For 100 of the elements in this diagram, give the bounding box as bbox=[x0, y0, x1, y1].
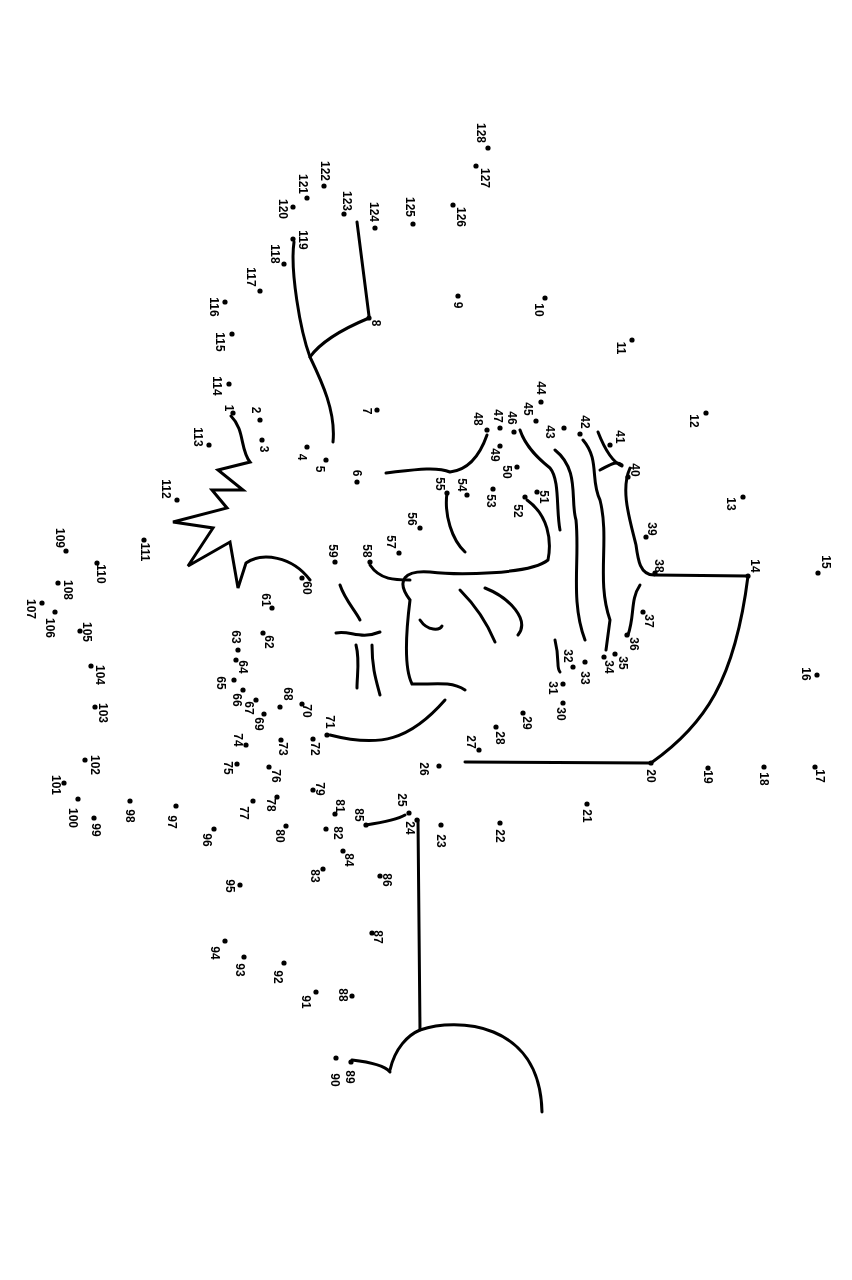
dot-number: 11 bbox=[615, 341, 627, 355]
dot-number: 61 bbox=[260, 593, 272, 607]
dot-number: 9 bbox=[452, 301, 464, 309]
dot-number: 124 bbox=[368, 202, 380, 222]
dot-number: 108 bbox=[62, 580, 74, 600]
dot-number: 43 bbox=[544, 425, 556, 439]
dot-number: 73 bbox=[277, 742, 289, 756]
dot-number: 48 bbox=[472, 412, 484, 426]
dot-number: 101 bbox=[50, 775, 62, 795]
dot-number: 31 bbox=[547, 681, 559, 695]
dot-number: 84 bbox=[343, 853, 355, 867]
dot-number: 120 bbox=[277, 199, 289, 219]
dot-number: 91 bbox=[300, 995, 312, 1009]
dot-number: 7 bbox=[361, 407, 373, 415]
dot-number: 123 bbox=[341, 191, 353, 211]
dot-number: 81 bbox=[334, 799, 346, 813]
dot-number: 128 bbox=[475, 123, 487, 143]
dot-number: 127 bbox=[479, 168, 491, 188]
dot-number: 49 bbox=[489, 448, 501, 462]
dot-number: 37 bbox=[643, 614, 655, 628]
dot-number: 113 bbox=[192, 427, 204, 447]
dot-number: 86 bbox=[381, 873, 393, 887]
dot-number: 45 bbox=[522, 402, 534, 416]
dot-number: 70 bbox=[301, 704, 313, 718]
dot-number: 64 bbox=[237, 660, 249, 674]
dot-number: 39 bbox=[646, 522, 658, 536]
dot-number: 54 bbox=[456, 478, 468, 492]
dot-number: 2 bbox=[250, 406, 262, 414]
dot-number: 125 bbox=[404, 197, 416, 217]
dot-number: 83 bbox=[309, 869, 321, 883]
dot-number: 33 bbox=[579, 671, 591, 685]
dot-number: 71 bbox=[324, 715, 336, 729]
dot-number: 4 bbox=[296, 453, 308, 461]
dot-number: 122 bbox=[319, 161, 331, 181]
dot-number: 76 bbox=[270, 769, 282, 783]
dot-number: 40 bbox=[629, 463, 641, 477]
dot-number: 114 bbox=[211, 376, 223, 396]
dot-number: 55 bbox=[434, 477, 446, 491]
dot-number: 75 bbox=[222, 761, 234, 775]
dot-number: 106 bbox=[44, 618, 56, 638]
dot-number: 85 bbox=[353, 808, 365, 822]
dot-number: 15 bbox=[820, 555, 832, 569]
dot-number: 87 bbox=[372, 930, 384, 944]
dot-number: 116 bbox=[208, 297, 220, 317]
dot-number: 19 bbox=[702, 770, 714, 784]
dot-number: 26 bbox=[418, 762, 430, 776]
dot-number: 35 bbox=[617, 656, 629, 670]
dot-number: 51 bbox=[538, 490, 550, 504]
dot-number: 17 bbox=[814, 769, 826, 783]
dot-number: 105 bbox=[81, 622, 93, 642]
dot-number: 68 bbox=[282, 687, 294, 701]
dot-number: 22 bbox=[494, 829, 506, 843]
dot-number: 63 bbox=[230, 630, 242, 644]
dot-number: 13 bbox=[725, 497, 737, 511]
dot-number: 16 bbox=[800, 667, 812, 681]
dot-number: 34 bbox=[603, 660, 615, 674]
dot-number: 53 bbox=[485, 494, 497, 508]
dot-number: 66 bbox=[231, 693, 243, 707]
dot-number: 28 bbox=[494, 731, 506, 745]
dot-number: 109 bbox=[54, 528, 66, 548]
dot-number: 18 bbox=[758, 772, 770, 786]
dot-number: 32 bbox=[562, 649, 574, 663]
dot-number: 89 bbox=[344, 1070, 356, 1084]
dot-number: 115 bbox=[214, 332, 226, 352]
dot-number: 57 bbox=[385, 535, 397, 549]
dot-number: 99 bbox=[90, 823, 102, 837]
dot-number: 59 bbox=[327, 544, 339, 558]
dot-number: 103 bbox=[97, 703, 109, 723]
dot-number: 44 bbox=[535, 381, 547, 395]
dot-number: 12 bbox=[688, 414, 700, 428]
dot-number: 42 bbox=[579, 415, 591, 429]
dot-number: 67 bbox=[243, 701, 255, 715]
dot-number: 36 bbox=[628, 637, 640, 651]
dot-number: 56 bbox=[406, 512, 418, 526]
dot-number: 107 bbox=[25, 599, 37, 619]
dot-number: 10 bbox=[533, 303, 545, 317]
dot-number: 90 bbox=[329, 1073, 341, 1087]
dot-number: 62 bbox=[263, 635, 275, 649]
dot-number: 20 bbox=[645, 769, 657, 783]
dot-number: 25 bbox=[396, 793, 408, 807]
dot-number: 46 bbox=[506, 411, 518, 425]
dot-number: 3 bbox=[258, 445, 270, 453]
dot-number: 93 bbox=[234, 963, 246, 977]
dot-number: 80 bbox=[274, 829, 286, 843]
dot-number: 69 bbox=[253, 717, 265, 731]
dot-number: 119 bbox=[297, 230, 309, 250]
dot-number: 14 bbox=[749, 559, 761, 573]
dot-number: 30 bbox=[555, 707, 567, 721]
dot-number: 74 bbox=[232, 733, 244, 747]
dot-number: 1 bbox=[223, 404, 235, 412]
dot-number: 41 bbox=[614, 430, 626, 444]
dot-number: 77 bbox=[238, 806, 250, 820]
dot-number: 72 bbox=[309, 742, 321, 756]
dot-number: 50 bbox=[501, 465, 513, 479]
dot-number: 38 bbox=[653, 559, 665, 573]
dot-number: 21 bbox=[581, 809, 593, 823]
dot-number: 29 bbox=[521, 716, 533, 730]
dot-number: 102 bbox=[89, 755, 101, 775]
dot-number: 5 bbox=[314, 465, 326, 473]
dot-number: 6 bbox=[351, 469, 363, 477]
